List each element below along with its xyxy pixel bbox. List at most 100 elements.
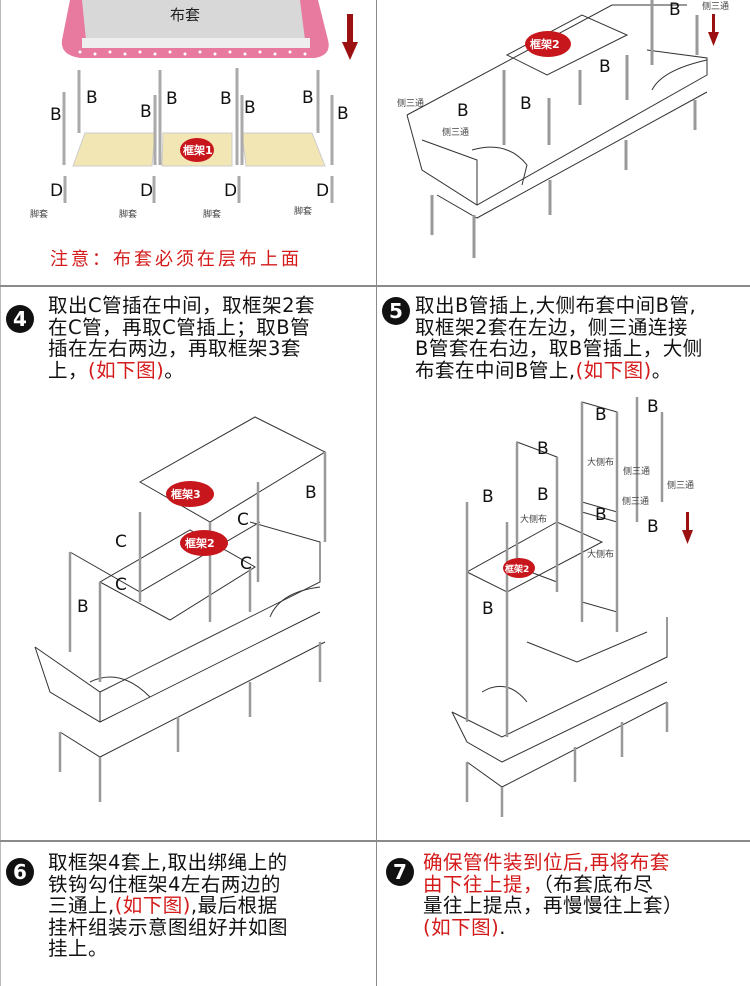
- foot-cap-label: 脚套: [203, 208, 221, 220]
- frame1-badge: 框架1: [180, 138, 214, 162]
- side-tee-label: 侧三通: [623, 465, 650, 477]
- down-arrow-icon: [708, 14, 719, 46]
- svg-text:框架1: 框架1: [183, 143, 213, 157]
- pipe-c-label: C: [237, 510, 249, 530]
- frame2-illustration: B B B B 侧三通 侧三通 侧三通 框架2: [397, 0, 729, 258]
- instruction-line: 由下往上提，（布套底布尽: [423, 872, 654, 896]
- instruction-line: 挂上。: [48, 937, 109, 960]
- big-side-cloth-label: 大侧布: [587, 548, 614, 560]
- side-tee-label: 侧三通: [397, 97, 424, 109]
- instruction-line: 在C管，再取C管插上；取B管: [48, 315, 311, 339]
- pipe-b-label: B: [86, 88, 98, 108]
- instruction-line: 取框架2套在左边，侧三通连接: [415, 315, 688, 339]
- pipe-b-label: B: [520, 94, 532, 114]
- frame2-badge: 框架2: [525, 31, 571, 57]
- pipes: [430, 0, 699, 258]
- pipe-b-label: B: [166, 89, 178, 109]
- row-divider-2: [0, 840, 750, 842]
- instruction-line: B管套在右边，取B管插上，大侧: [415, 337, 703, 360]
- pipe-c-label: C: [240, 554, 252, 574]
- pipe-b-label: B: [305, 483, 317, 503]
- step-number-badge: 6: [6, 858, 34, 886]
- instruction-line: 插在左右两边，再取框架3套: [48, 337, 301, 360]
- pipe-b-label: B: [647, 517, 659, 537]
- pipe-b-label: B: [457, 101, 469, 121]
- frame2-badge: 框架2: [180, 530, 228, 556]
- instruction-line: 挂杆组装示意图组好并如图: [48, 915, 289, 939]
- foot-cap-label: 脚套: [30, 208, 48, 220]
- frame-drawing: [34, 416, 327, 758]
- pipe-b-label: B: [220, 89, 232, 109]
- instruction-line: 取框架4套上,取出绑绳上的: [48, 851, 288, 874]
- pipe-b-label: B: [599, 57, 611, 77]
- pipe-b-label: B: [244, 98, 256, 118]
- pipe-c-label: C: [115, 575, 127, 595]
- frame3-badge: 框架3: [166, 481, 214, 507]
- pipes: [62, 68, 334, 203]
- step-7-instructions: 确保管件装到位后,再将布套 由下往上提，（布套底布尽 量往上提点，再慢慢往上套）…: [423, 852, 683, 938]
- side-tee-label: 侧三通: [667, 479, 694, 491]
- frame2-badge: 框架2: [503, 558, 535, 578]
- cloth-cover: 布套: [61, 0, 329, 58]
- panel-step-2: B B B B 侧三通 侧三通 侧三通 框架2: [377, 0, 750, 285]
- instruction-line: 取出C管插在中间，取框架2套: [48, 294, 316, 317]
- panel-step-4: 4 取出C管插在中间，取框架2套 在C管，再取C管插上；取B管 插在左右两边，再…: [0, 287, 376, 840]
- row-divider-1: [0, 285, 750, 287]
- pipe-b-label: B: [50, 105, 62, 125]
- instruction-line: 铁钩勾住框架4左右两边的: [48, 872, 281, 896]
- instruction-line: 确保管件装到位后,再将布套: [423, 851, 670, 874]
- pipes: [58, 452, 327, 802]
- step-number-badge: 4: [6, 305, 34, 333]
- panel-step-5: 5 取出B管插上,大侧布套中间B管, 取框架2套在左边，侧三通连接 B管套在右边…: [377, 287, 750, 840]
- pipe-b-label: B: [537, 485, 549, 505]
- big-side-cloth-label: 大侧布: [587, 456, 614, 468]
- step-number-badge: 5: [382, 297, 410, 325]
- pipe-b-label: B: [77, 597, 89, 617]
- step-5-instructions: 取出B管插上,大侧布套中间B管, 取框架2套在左边，侧三通连接 B管套在右边，取…: [415, 295, 703, 381]
- pipe-c-label: C: [115, 532, 127, 552]
- step-4-instructions: 取出C管插在中间，取框架2套 在C管，再取C管插上；取B管 插在左右两边，再取框…: [48, 295, 315, 381]
- side-tee-label: 侧三通: [442, 126, 469, 138]
- pipe-b-label: B: [140, 102, 152, 122]
- big-side-cloth-label: 大侧布: [520, 513, 547, 525]
- foot-cap-label: 脚套: [119, 208, 137, 220]
- pipe-b-label: B: [302, 88, 314, 108]
- panel-step-6: 6 取框架4套上,取出绑绳上的 铁钩勾住框架4左右两边的 三通上,(如下图),最…: [0, 842, 376, 986]
- frame1-illustration: 布套 B B B B B B B B D D D D 脚套 脚套: [30, 0, 358, 220]
- side-tee-label: 侧三通: [702, 0, 729, 12]
- column-divider: [376, 0, 377, 986]
- frame-drawing: [451, 401, 668, 788]
- foot-cap-label: 脚套: [294, 205, 312, 217]
- instruction-line: 上，(如下图)。: [48, 358, 185, 382]
- instruction-line: 布套在中间B管上,(如下图)。: [415, 358, 672, 382]
- step-4-illustration: B B C C C C 框架3 框架2: [34, 416, 327, 802]
- svg-text:框架2: 框架2: [185, 536, 215, 550]
- pipes: [465, 397, 669, 817]
- instruction-line: (如下图).: [423, 915, 506, 939]
- panel-step-1: 布套 B B B B B B B B D D D D 脚套 脚套: [0, 0, 376, 285]
- pipe-d-label: D: [224, 181, 237, 201]
- pipe-b-label: B: [537, 439, 549, 459]
- step-number-badge: 7: [386, 858, 414, 886]
- left-border: [0, 0, 1, 986]
- frame-drawing: [406, 4, 708, 219]
- pipe-b-label: B: [669, 0, 681, 20]
- pipe-b-label: B: [647, 397, 659, 417]
- svg-text:框架2: 框架2: [530, 37, 560, 51]
- cover-label: 布套: [170, 6, 200, 24]
- step-5-illustration: B B B B B B B B 大侧布 大侧布 大侧布 侧三通 侧三通 侧三通 …: [451, 397, 694, 817]
- side-tee-label: 侧三通: [622, 495, 649, 507]
- pipe-b-label: B: [482, 599, 494, 619]
- pipe-b-label: B: [595, 405, 607, 425]
- pipe-b-label: B: [595, 505, 607, 525]
- instruction-line: 量往上提点，再慢慢往上套）: [423, 894, 684, 917]
- warning-note: 注意：布套必须在层布上面: [50, 249, 302, 270]
- down-arrow-icon: [342, 14, 358, 60]
- pipe-d-label: D: [50, 181, 63, 201]
- pipe-d-label: D: [140, 181, 153, 201]
- svg-text:框架3: 框架3: [171, 487, 201, 501]
- pipe-d-label: D: [316, 181, 329, 201]
- down-arrow-icon: [682, 512, 693, 544]
- instruction-line: 取出B管插上,大侧布套中间B管,: [415, 294, 697, 317]
- pipe-b-label: B: [337, 104, 349, 124]
